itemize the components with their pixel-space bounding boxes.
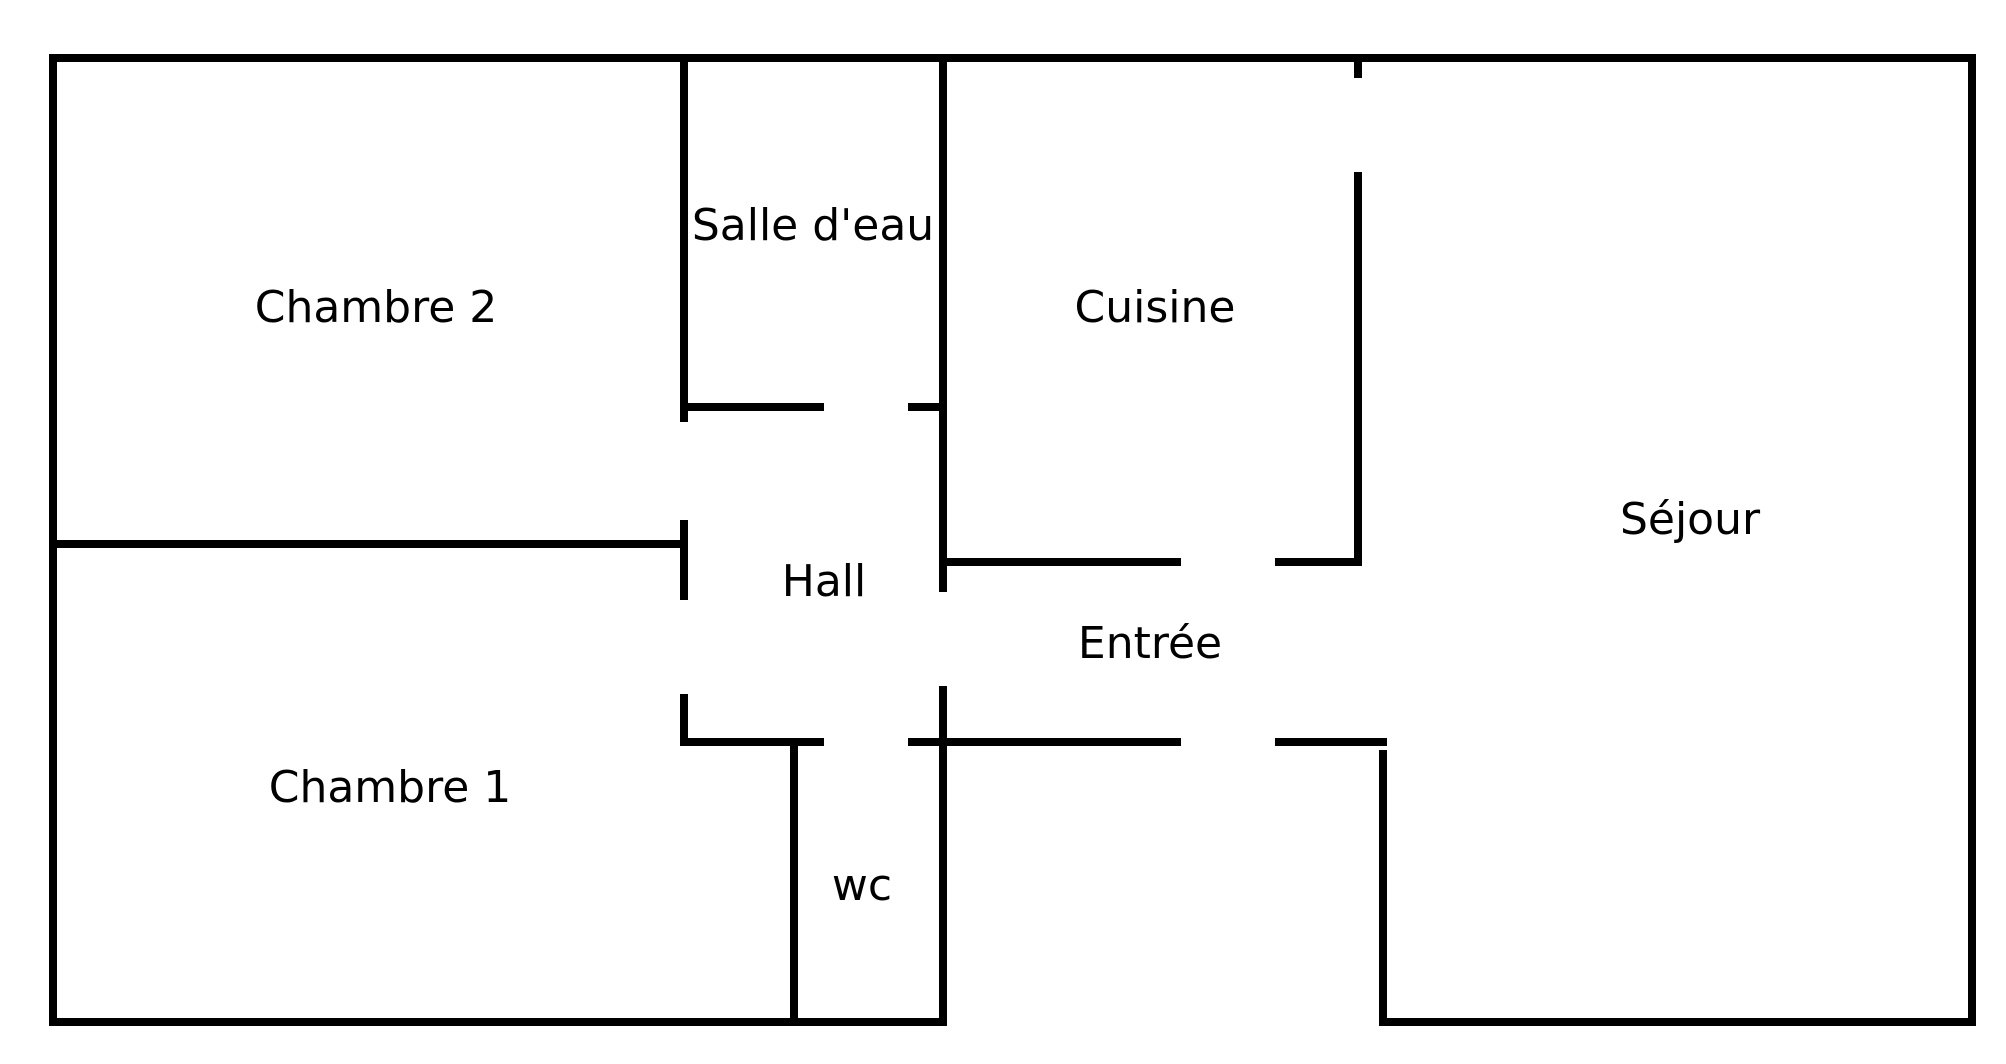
room-label-sejour: Séjour — [1620, 494, 1761, 545]
room-label-cuisine: Cuisine — [1075, 282, 1236, 333]
room-label-chambre-1: Chambre 1 — [269, 762, 512, 813]
room-label-chambre-2: Chambre 2 — [255, 282, 498, 333]
room-label-salle-deau: Salle d'eau — [692, 200, 934, 251]
walls — [49, 54, 1976, 1026]
room-labels: Chambre 2 Salle d'eau Cuisine Séjour Hal… — [255, 200, 1761, 911]
room-label-hall: Hall — [782, 556, 867, 607]
room-label-entree: Entrée — [1078, 618, 1222, 669]
room-label-wc: wc — [832, 860, 892, 911]
